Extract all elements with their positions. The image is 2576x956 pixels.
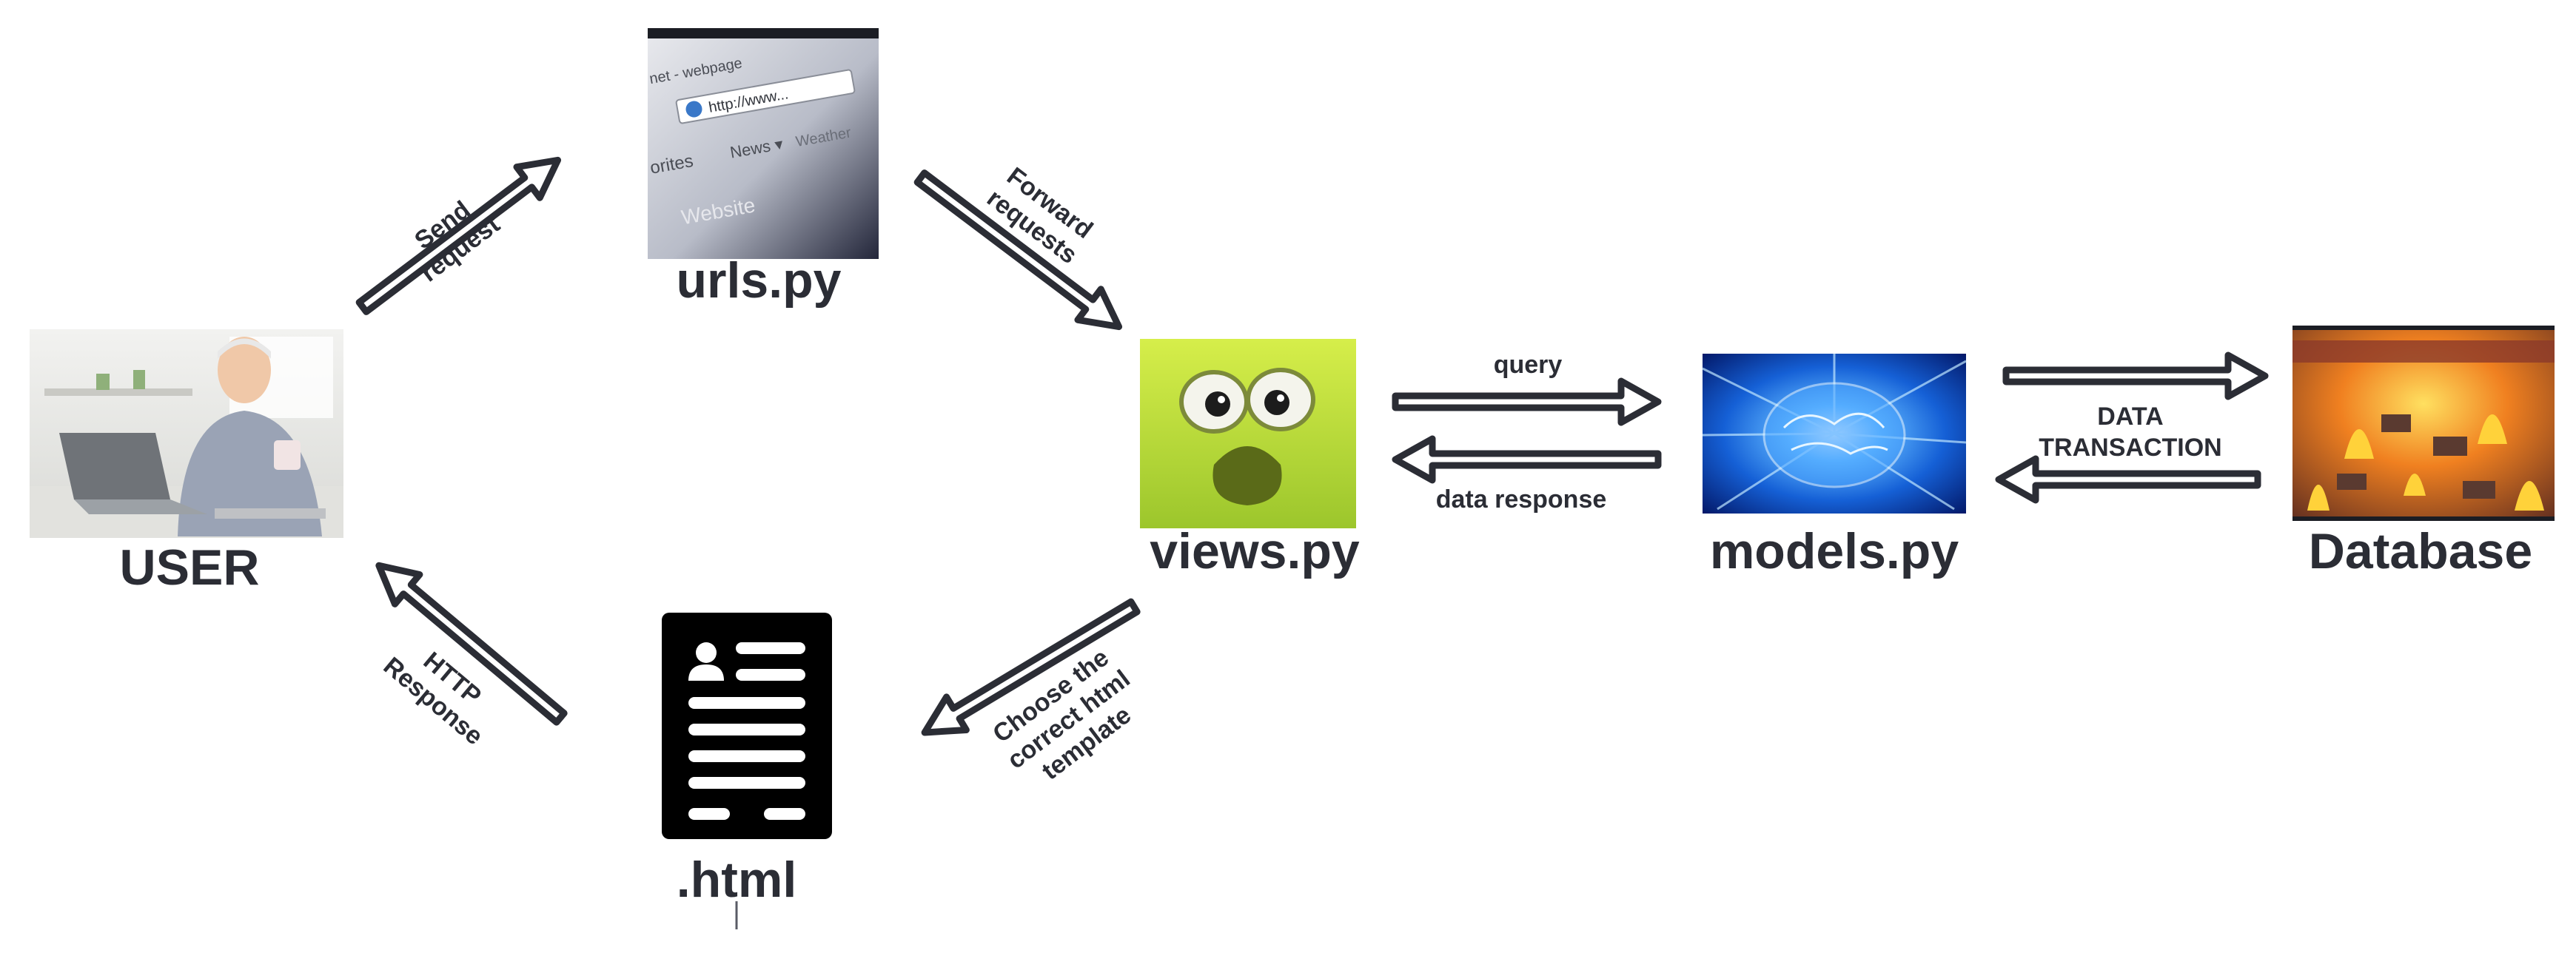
arrow-query — [1392, 377, 1662, 426]
edge-label-choose-template: Choose the correct html template — [987, 644, 1136, 786]
edge-label-data-transaction-line2: TRANSACTION — [2039, 434, 2221, 462]
views-label: views.py — [1150, 523, 1360, 579]
urls-image: net - webpage http://www... orites News … — [648, 28, 879, 259]
edge-label-query: query — [1494, 351, 1563, 379]
edge-label-data-response: data response — [1436, 485, 1607, 514]
models-image — [1702, 354, 1967, 514]
arrow-data-transaction-right — [2002, 351, 2269, 400]
database-label: Database — [2309, 523, 2532, 579]
edge-label-data-transaction-line1: DATA — [2097, 403, 2163, 431]
edge-label-forward-requests: Forward requests — [982, 162, 1098, 269]
arrow-data-response — [1392, 435, 1662, 484]
document-icon — [662, 613, 832, 839]
urls-label: urls.py — [677, 252, 842, 309]
arrow-send-request — [355, 156, 562, 315]
user-image — [30, 329, 343, 538]
arrow-choose-template — [921, 598, 1141, 736]
arrow-http-response — [375, 562, 568, 726]
arrow-data-transaction-left — [1995, 455, 2261, 504]
models-label: models.py — [1710, 523, 1959, 579]
user-label: USER — [120, 539, 260, 596]
html-label: .html — [677, 852, 796, 908]
arrow-forward-requests — [913, 169, 1123, 331]
views-image — [1140, 339, 1356, 528]
database-image — [2292, 326, 2555, 521]
